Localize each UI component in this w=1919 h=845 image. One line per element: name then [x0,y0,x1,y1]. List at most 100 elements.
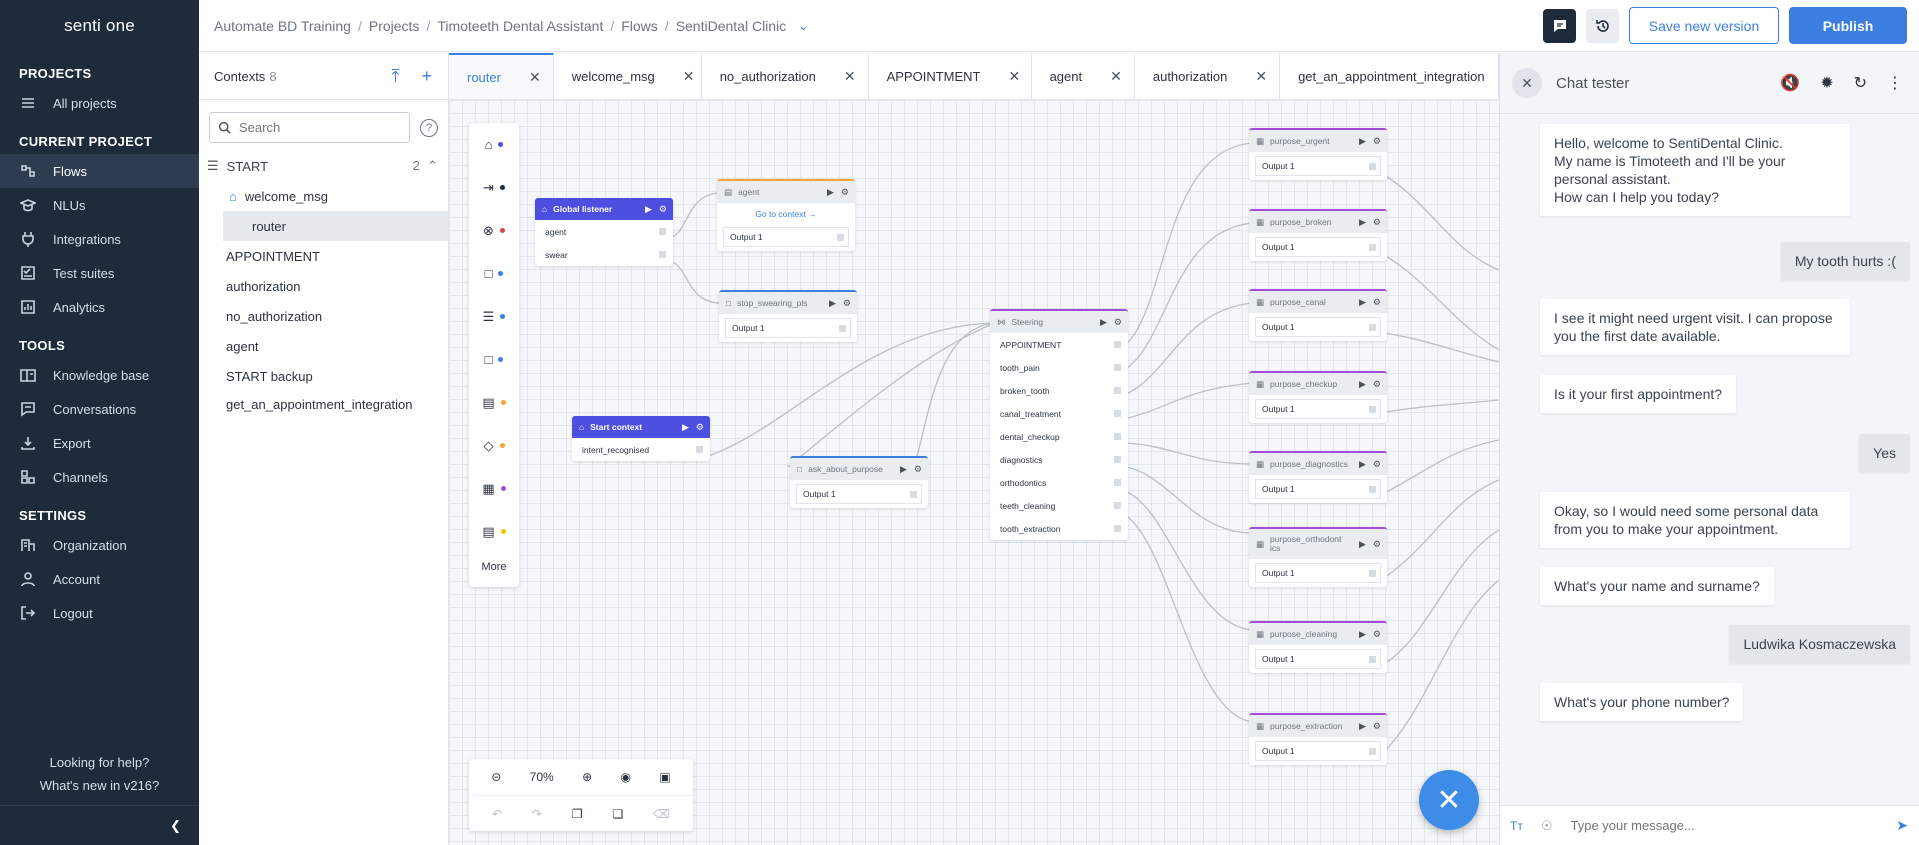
help-icon[interactable]: ? [420,118,438,137]
context-get-an-appointment-integration[interactable]: get_an_appointment_integration [199,391,424,419]
node-purpose-diagnostics[interactable]: ▦purpose_diagnostics▶⚙ Output 1 [1249,451,1387,503]
text-format-icon[interactable]: Tт [1510,818,1523,833]
delete-icon[interactable]: ⌫ [653,806,671,821]
tool-message[interactable]: □ [469,252,519,295]
node-purpose-cleaning[interactable]: ▦purpose_cleaning▶⚙ Output 1 [1249,621,1387,673]
node-purpose-orthodontics[interactable]: ▦purpose_orthodontics▶⚙ Output 1 [1249,527,1387,587]
play-icon[interactable]: ▶ [1359,458,1366,469]
node-purpose-extraction[interactable]: ▦purpose_extraction▶⚙ Output 1 [1249,713,1387,765]
gear-icon[interactable]: ⚙ [658,203,667,214]
upload-icon[interactable]: ⤒ [391,65,400,86]
sidebar-item-all-projects[interactable]: All projects [0,86,199,120]
tool-integration[interactable]: ▤ [469,381,519,424]
node-agent[interactable]: ▤agent▶⚙ Go to context → Output 1 [717,179,855,251]
tool-quick-replies[interactable]: ☰ [469,295,519,338]
search-input[interactable] [239,120,399,135]
sidebar-item-test-suites[interactable]: Test suites [0,256,199,290]
tab-router[interactable]: router✕ [449,53,554,99]
sidebar-item-export[interactable]: Export [0,426,199,460]
tool-end[interactable]: ⊗ [469,209,519,252]
play-icon[interactable]: ▶ [1359,378,1366,389]
play-icon[interactable]: ▶ [829,297,836,308]
add-context-icon[interactable]: + [421,65,432,86]
paste-icon[interactable]: ❏ [612,806,624,821]
sidebar-item-knowledge-base[interactable]: Knowledge base [0,358,199,392]
more-tools-button[interactable]: More [481,561,507,573]
close-icon[interactable]: ✕ [1255,68,1268,84]
close-icon[interactable]: ✕ [528,69,541,85]
tab-get-an-appointment-integration[interactable]: get_an_appointment_integration [1280,53,1499,99]
chat-message-input[interactable] [1570,818,1881,833]
play-icon[interactable]: ▶ [1359,538,1366,549]
context-start-backup[interactable]: START backup [199,361,448,391]
sidebar-item-logout[interactable]: Logout [0,596,199,630]
tool-steering[interactable]: ▦ [469,467,519,510]
flow-canvas[interactable]: ⌂ ⇥ ⊗ □ ☰ □ ▤ ◇ ▦ ▤ More ⌂Global listene… [449,100,1499,845]
close-chat-button[interactable]: ✕ [1512,68,1542,98]
sidebar-item-nlus[interactable]: NLUs [0,188,199,222]
context-router[interactable]: router [223,211,448,241]
sidebar-item-organization[interactable]: Organization [0,528,199,562]
context-agent[interactable]: agent [199,331,448,361]
node-start-context[interactable]: ⌂Start context▶⚙ intent_recognised [572,416,710,461]
publish-button[interactable]: Publish [1789,7,1907,44]
tab-agent[interactable]: agent✕ [1032,53,1135,99]
play-icon[interactable]: ▶ [1359,296,1366,307]
gear-icon[interactable]: ⚙ [1113,316,1122,327]
sidebar-item-account[interactable]: Account [0,562,199,596]
history-button[interactable] [1586,8,1619,43]
sidebar-item-conversations[interactable]: Conversations [0,392,199,426]
play-icon[interactable]: ▶ [1359,628,1366,639]
zoom-in-icon[interactable]: ⊕ [582,770,593,784]
gear-icon[interactable]: ⚙ [1372,135,1381,146]
tool-question[interactable]: □ [469,338,519,381]
gear-icon[interactable]: ⚙ [1372,378,1381,389]
breadcrumb-item[interactable]: Automate BD Training [214,17,351,34]
more-vertical-icon[interactable]: ⋮ [1887,75,1903,92]
context-appointment[interactable]: APPOINTMENT [199,241,448,271]
node-global-listener[interactable]: ⌂Global listener▶⚙ agent swear [535,198,673,266]
tool-goto[interactable]: ⇥ [469,166,519,209]
help-link[interactable]: Looking for help? [49,755,150,770]
close-icon[interactable]: ✕ [1110,68,1122,84]
tab-no-authorization[interactable]: no_authorization✕ [702,53,869,99]
tab-welcome-msg[interactable]: welcome_msg✕ [554,53,702,99]
context-no-authorization[interactable]: no_authorization [199,301,448,331]
play-icon[interactable]: ▶ [1359,720,1366,731]
close-icon[interactable]: ✕ [843,68,856,84]
context-welcome-msg[interactable]: ⌂ welcome_msg [199,181,448,211]
gear-icon[interactable]: ⚙ [1372,216,1381,227]
mute-icon[interactable]: 🔇 [1780,75,1801,92]
play-icon[interactable]: ▶ [1100,316,1107,327]
node-ask-about-purpose[interactable]: □ask_about_purpose▶⚙ Output 1 [790,456,928,508]
save-new-version-button[interactable]: Save new version [1629,7,1779,44]
chevron-down-icon[interactable]: ⌄ [798,18,809,33]
copy-icon[interactable]: ❐ [571,806,583,821]
tool-document[interactable]: ▤ [469,510,519,553]
zoom-out-icon[interactable]: ⊝ [491,770,502,784]
node-purpose-canal[interactable]: ▦purpose_canal▶⚙ Output 1 [1249,289,1387,341]
node-stop-swearing[interactable]: □stop_swearing_pls▶⚙ Output 1 [719,290,857,342]
close-chat-fab[interactable]: ✕ [1419,770,1479,830]
gear-icon[interactable]: ⚙ [1372,296,1381,307]
sidebar-item-integrations[interactable]: Integrations [0,222,199,256]
collapse-sidebar-button[interactable]: ❮ [0,805,199,845]
send-icon[interactable]: ➤ [1896,817,1908,833]
bug-icon[interactable]: ✹ [1820,75,1834,92]
whats-new-link[interactable]: What's new in v216? [39,778,160,793]
gear-icon[interactable]: ⚙ [1372,458,1381,469]
node-purpose-urgent[interactable]: ▦purpose_urgent▶⚙ Output 1 [1249,128,1387,180]
microphone-icon[interactable]: ☉ [1540,817,1553,833]
play-icon[interactable]: ▶ [827,186,834,197]
play-icon[interactable]: ▶ [1359,216,1366,227]
restart-icon[interactable]: ↻ [1853,75,1867,92]
chevron-up-icon[interactable]: ⌃ [427,158,438,173]
context-start[interactable]: ☰ START 2 ⌃ [199,151,448,181]
redo-icon[interactable]: ↷ [531,806,542,821]
play-icon[interactable]: ▶ [645,203,652,214]
sidebar-item-channels[interactable]: Channels [0,460,199,494]
close-icon[interactable]: ✕ [682,68,695,84]
sidebar-item-analytics[interactable]: Analytics [0,290,199,324]
close-icon[interactable]: ✕ [1008,68,1021,84]
lock-icon[interactable]: ▣ [659,770,671,784]
